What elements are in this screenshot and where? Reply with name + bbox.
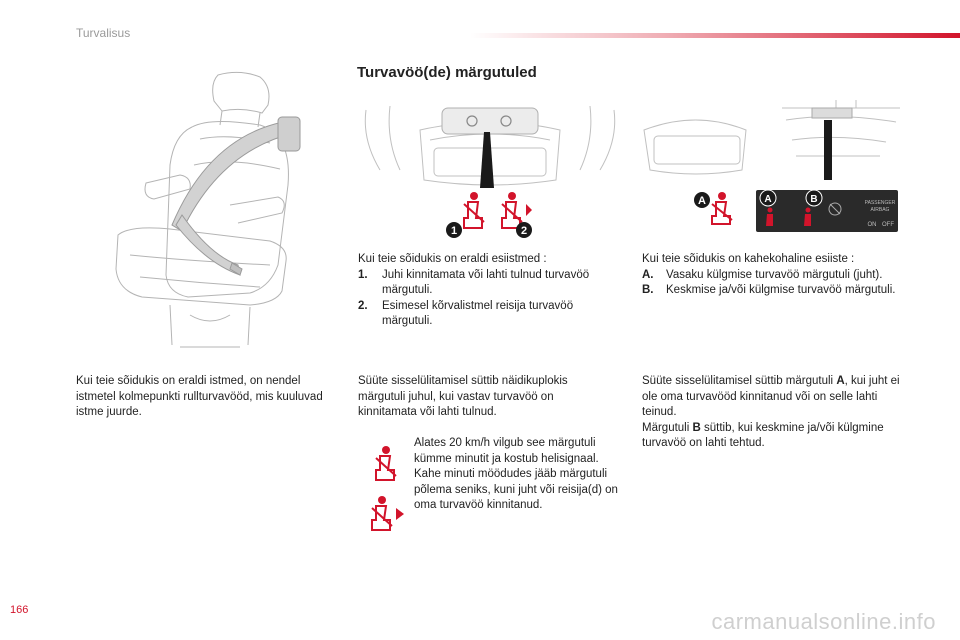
- seatbelt-warning-icon-flashing: [371, 496, 404, 531]
- list-text: Juhi kinnitamata või lahti tulnud turvav…: [382, 268, 590, 297]
- right-ignition-text: Süüte sisselülitamisel süttib märgutuli …: [642, 374, 904, 452]
- list-text: Esimesel kõrvalistmel reisija turvavöö m…: [382, 299, 574, 328]
- list-text: Vasaku külgmise turvavöö märgutuli (juht…: [666, 268, 883, 281]
- panel-passenger-label: PASSENGER: [865, 200, 896, 206]
- text-fragment: Märgutuli: [642, 421, 693, 434]
- seatbelt-warning-icon: [463, 192, 485, 229]
- list-marker: 2.: [358, 299, 368, 312]
- seat-illustration: [115, 71, 301, 348]
- panel-seatbelt-icon-b: [804, 207, 811, 226]
- callout-a-panel: [759, 189, 777, 207]
- watermark: carmanualsonline.info: [711, 609, 936, 634]
- text-fragment: süttib, kui keskmine ja/või külgmine tur…: [642, 421, 884, 450]
- right-intro: Kui teie sõidukis on kahekohaline esiist…: [642, 253, 855, 265]
- right-ignition-a: Süüte sisselülitamisel süttib märgutuli …: [642, 374, 904, 421]
- panel-seatbelt-icon-a: [766, 207, 773, 226]
- dashboard-illustration-individual: 1 2: [364, 105, 616, 238]
- callout-a: [694, 192, 710, 208]
- left-seat-text: Kui teie sõidukis on eraldi istmed, on n…: [76, 375, 323, 418]
- bold-fragment: A: [836, 375, 845, 387]
- airbag-off-icon: [828, 202, 842, 216]
- middle-list-item-2: 2. Esimesel kõrvalistmel reisija turvavö…: [358, 299, 618, 330]
- list-marker: B.: [642, 284, 654, 296]
- middle-ignition-text: Süüte sisselülitamisel süttib näidikuplo…: [358, 375, 568, 418]
- list-text: Keskmise ja/või külgmise turvavöö märgut…: [666, 284, 896, 296]
- callout-a-label: A: [698, 195, 706, 207]
- callout-2-label: 2: [521, 225, 527, 237]
- middle-list-item-1: 1. Juhi kinnitamata või lahti tulnud tur…: [358, 268, 618, 299]
- header-accent-bar: [470, 33, 960, 38]
- text-fragment: , kui juht ei ole oma turvavööd kinnitan…: [642, 375, 900, 418]
- callout-a-panel-label: A: [764, 194, 771, 205]
- callout-b-panel-label: B: [810, 194, 817, 205]
- dashboard-illustration-bench: A A B PASSENGER AIRBAG ON OFF: [643, 100, 900, 232]
- middle-intro-block: Kui teie sõidukis on eraldi esiistmed : …: [358, 252, 618, 330]
- right-ignition-b: Märgutuli B süttib, kui keskmine ja/või …: [642, 421, 904, 452]
- panel-airbag-label: AIRBAG: [871, 207, 890, 213]
- driver-seatbelt-warning-icon: [711, 192, 733, 225]
- section-header: Turvalisus: [76, 26, 131, 40]
- control-panel: [756, 190, 898, 232]
- speed-note-text: Alates 20 km/h vilgub see märgutuli kümm…: [414, 437, 618, 511]
- panel-off-label: OFF: [882, 222, 894, 228]
- middle-intro: Kui teie sõidukis on eraldi esiistmed :: [358, 253, 547, 265]
- text-fragment: Süüte sisselülitamisel süttib märgutuli: [642, 375, 837, 387]
- callout-2: [516, 222, 532, 238]
- bold-fragment: B: [692, 421, 701, 434]
- callout-b-panel: [805, 189, 823, 207]
- callout-1: [446, 222, 462, 238]
- right-list-item-a: A. Vasaku külgmise turvavöö märgutuli (j…: [642, 268, 912, 284]
- list-marker: 1.: [358, 268, 368, 281]
- page-title: Turvavöö(de) märgutuled: [357, 64, 537, 81]
- panel-on-label: ON: [868, 222, 877, 228]
- passenger-seatbelt-warning-icon: [501, 192, 532, 229]
- callout-1-label: 1: [451, 225, 457, 237]
- page-number: 166: [10, 604, 29, 616]
- right-list-item-b: B. Keskmise ja/või külgmise turvavöö mär…: [642, 283, 912, 299]
- seatbelt-warning-icon-steady: [375, 446, 397, 481]
- right-intro-block: Kui teie sõidukis on kahekohaline esiist…: [642, 252, 912, 299]
- list-marker: A.: [642, 268, 654, 281]
